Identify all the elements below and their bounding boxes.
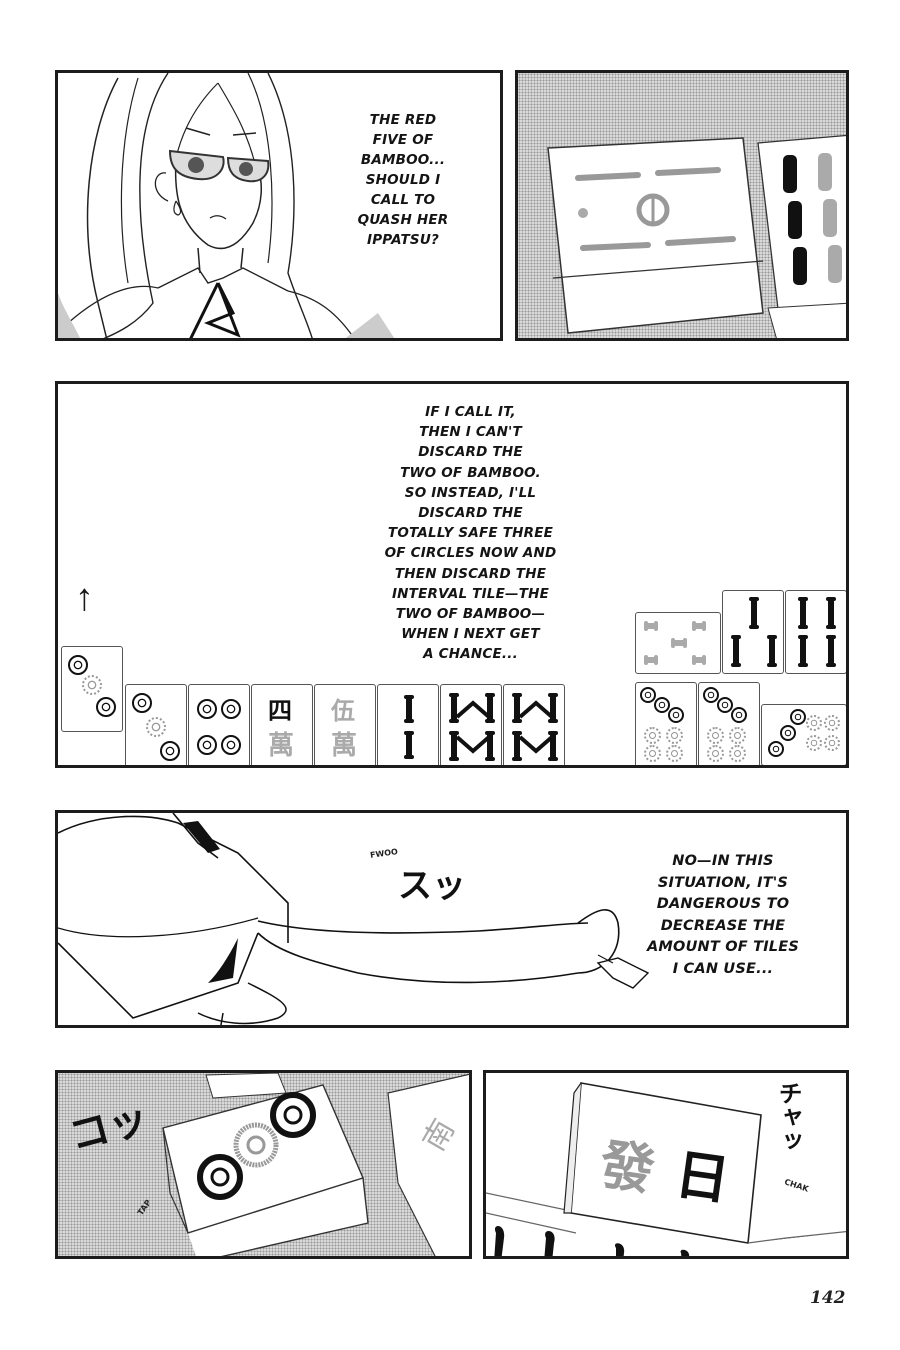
hand-tile-2-bamboo[interactable] (377, 684, 439, 765)
panel-6-tile-placed: 發 日 チャッ CHAK (483, 1070, 849, 1259)
meld-tile-3-bamboo[interactable] (722, 590, 784, 674)
characters-rank-glyph: 伍 (331, 696, 355, 725)
discard-arrow-icon: ↑ (75, 577, 94, 619)
meld-tile-red-5-bamboo-sideways[interactable] (635, 612, 721, 674)
panel-3-hand-diagram: IF I CALL IT, THEN I CAN'T DISCARD THE T… (55, 381, 849, 768)
page-number: 142 (810, 1288, 846, 1308)
meld-tile-4-bamboo[interactable] (785, 590, 846, 674)
character-illustration (58, 73, 395, 338)
hand-tile-5-characters[interactable]: 伍 萬 (314, 684, 376, 765)
hand-tile-3-circles[interactable] (125, 684, 187, 765)
meld-tile-7-circles[interactable] (698, 682, 760, 765)
panel-3-caption: IF I CALL IT, THEN I CAN'T DISCARD THE T… (384, 404, 557, 663)
characters-rank-glyph: 四 (268, 696, 292, 725)
panel-4-discard-action: FWOO スッ NO—IN THIS SITUATION, IT'S DANGE… (55, 810, 849, 1028)
sfx-chak-kana: チャッ (774, 1081, 802, 1153)
upright-tile-illustration (486, 1082, 846, 1256)
tile-kanji-right: 日 (671, 1141, 734, 1213)
hand-tile-8-bamboo[interactable] (503, 684, 565, 765)
meld-tile-7-circles-sideways[interactable] (761, 704, 846, 765)
sfx-fwoo-kana: スッ (398, 866, 466, 906)
hand-tile-4-circles[interactable] (188, 684, 250, 765)
hand-tile-4-characters[interactable]: 四 萬 (251, 684, 313, 765)
three-circles-tile-illustration: 南 (162, 1073, 469, 1256)
panel-5-tile-placed: 南 コッ TAP (55, 1070, 472, 1259)
panel-1-caption: THE RED FIVE OF BAMBOO... SHOULD I CALL … (357, 112, 449, 248)
red-five-bamboo-tile-illustration (547, 134, 846, 338)
meld-tile-7-circles[interactable] (635, 682, 697, 765)
arm-illustration (58, 813, 650, 1025)
panel-2-tile-closeup (515, 70, 849, 341)
tile-kanji-left: 發 (596, 1131, 659, 1203)
hand-tile-3-circles-raised[interactable] (61, 646, 123, 732)
hand-tile-8-bamboo[interactable] (440, 684, 502, 765)
characters-suit-glyph: 萬 (268, 731, 295, 761)
panel-4-caption: NO—IN THIS SITUATION, IT'S DANGEROUS TO … (647, 853, 799, 977)
characters-suit-glyph: 萬 (331, 731, 358, 761)
panel-1-character-closeup: THE RED FIVE OF BAMBOO... SHOULD I CALL … (55, 70, 503, 341)
